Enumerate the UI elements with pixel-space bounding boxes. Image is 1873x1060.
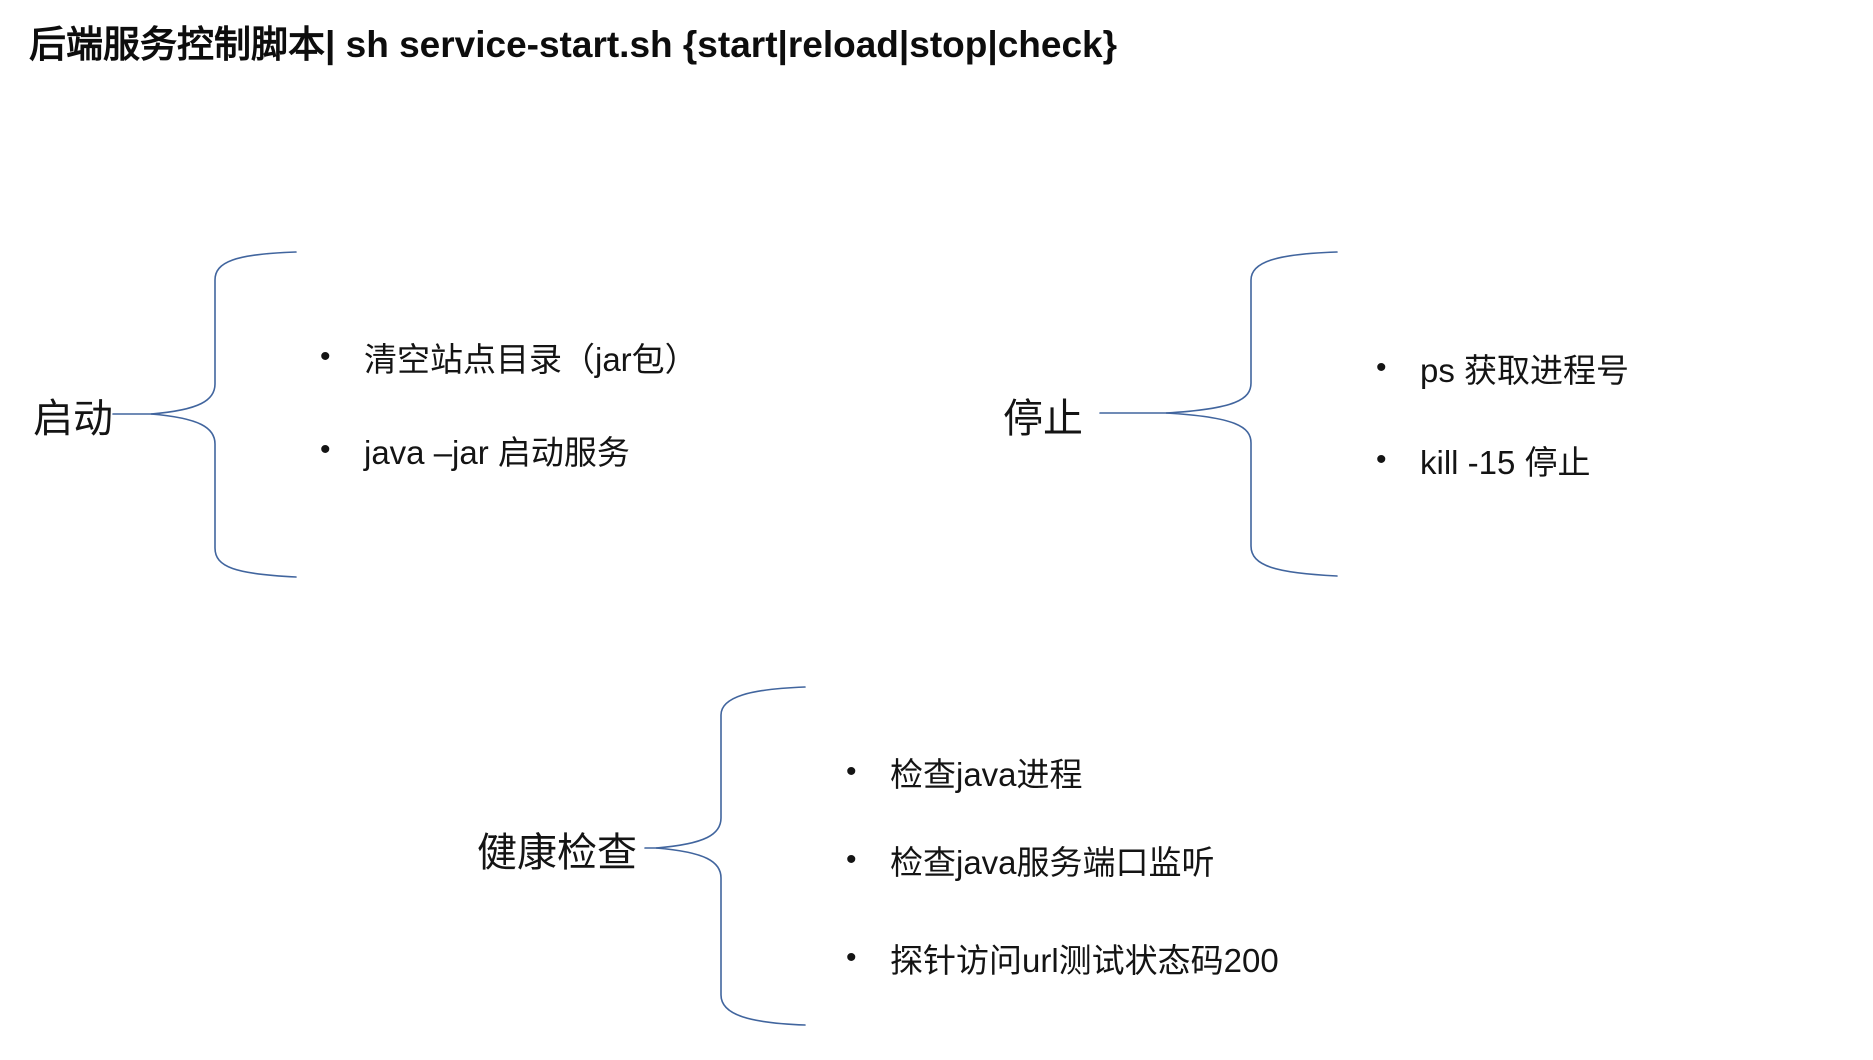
list-item: • java –jar 启动服务	[320, 426, 630, 474]
brace-start	[112, 251, 297, 578]
page-title: 后端服务控制脚本| sh service-start.sh {start|rel…	[29, 24, 1118, 65]
list-item-label: 检查java进程	[890, 756, 1083, 793]
list-item-label: ps 获取进程号	[1420, 352, 1630, 389]
group-label-health-check: 健康检查	[477, 831, 637, 875]
list-item: • kill -15 停止	[1376, 436, 1591, 484]
list-item: • 检查java进程	[846, 748, 1083, 796]
group-label-stop: 停止	[1003, 397, 1083, 441]
list-item: • ps 获取进程号	[1376, 344, 1629, 392]
bullet-icon: •	[1376, 351, 1387, 384]
list-item-label: kill -15 停止	[1420, 444, 1591, 481]
brace-health-check	[644, 686, 806, 1026]
bullet-icon: •	[846, 941, 857, 974]
bullet-icon: •	[846, 755, 857, 788]
bullet-icon: •	[846, 843, 857, 876]
bullet-icon: •	[1376, 443, 1387, 476]
list-item-label: 清空站点目录（jar包）	[364, 341, 698, 378]
list-item-label: java –jar 启动服务	[364, 434, 630, 471]
brace-stop	[1099, 251, 1338, 577]
group-label-start: 启动	[33, 397, 113, 441]
list-item-label: 检查java服务端口监听	[890, 844, 1215, 881]
bullet-icon: •	[320, 340, 331, 373]
list-item: • 检查java服务端口监听	[846, 836, 1215, 884]
list-item: • 清空站点目录（jar包）	[320, 333, 698, 381]
list-item: • 探针访问url测试状态码200	[846, 934, 1279, 982]
bullet-icon: •	[320, 433, 331, 466]
list-item-label: 探针访问url测试状态码200	[890, 942, 1279, 979]
